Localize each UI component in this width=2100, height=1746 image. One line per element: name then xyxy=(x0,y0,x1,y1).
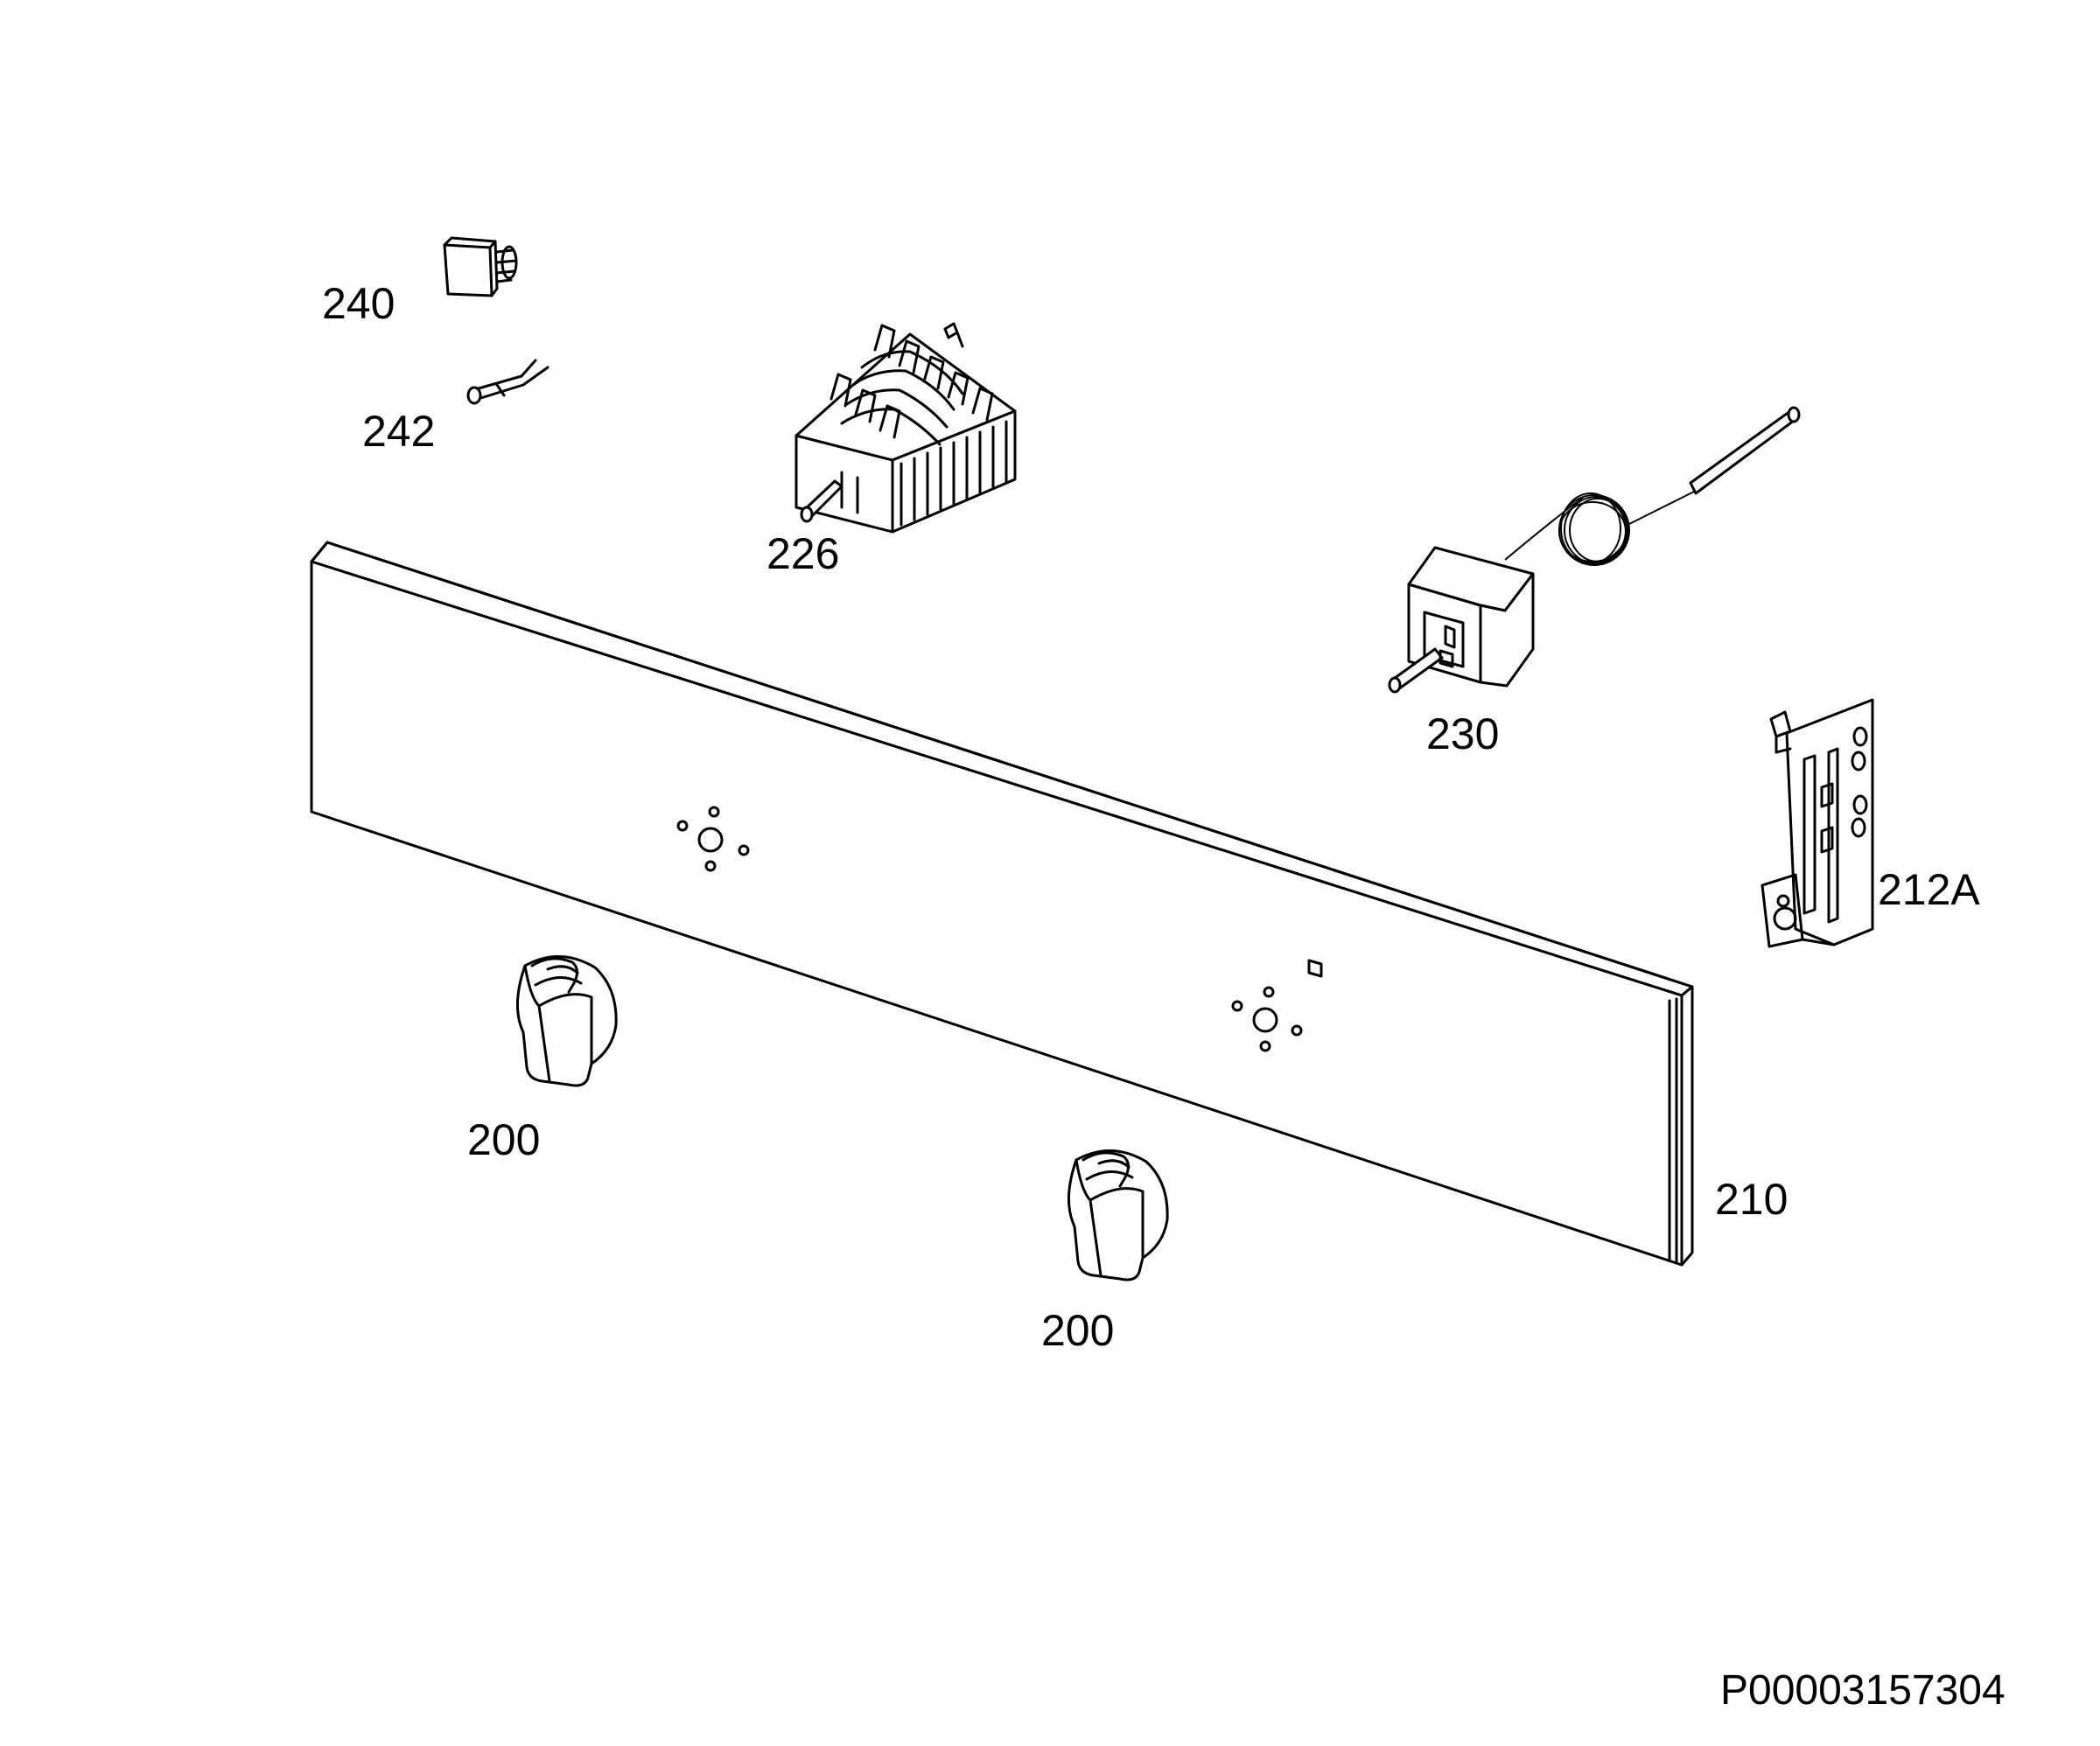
part-200-knob-right xyxy=(1067,1149,1169,1282)
label-200-left: 200 xyxy=(467,1115,540,1164)
lamp-window xyxy=(1307,959,1323,978)
panel-hole-group-left xyxy=(676,806,750,872)
label-212a: 212A xyxy=(1878,865,1980,914)
label-200-right: 200 xyxy=(1041,1306,1114,1355)
part-230-thermostat xyxy=(1388,406,1801,694)
panel-hole-group-right xyxy=(1231,959,1323,1052)
part-212a-bracket xyxy=(1760,698,1874,948)
part-240-lamp-cap xyxy=(443,236,518,297)
part-242-lamp-pin xyxy=(466,359,550,405)
part-226-selector-switch xyxy=(794,322,1017,534)
label-242: 242 xyxy=(362,407,435,456)
label-230: 230 xyxy=(1426,709,1499,758)
label-240: 240 xyxy=(322,279,395,328)
part-200-knob-left xyxy=(515,955,618,1087)
part-210-control-panel xyxy=(310,541,1694,1267)
label-210: 210 xyxy=(1715,1175,1788,1224)
document-number: P00003157304 xyxy=(1720,1667,2006,1714)
label-226: 226 xyxy=(766,529,839,578)
